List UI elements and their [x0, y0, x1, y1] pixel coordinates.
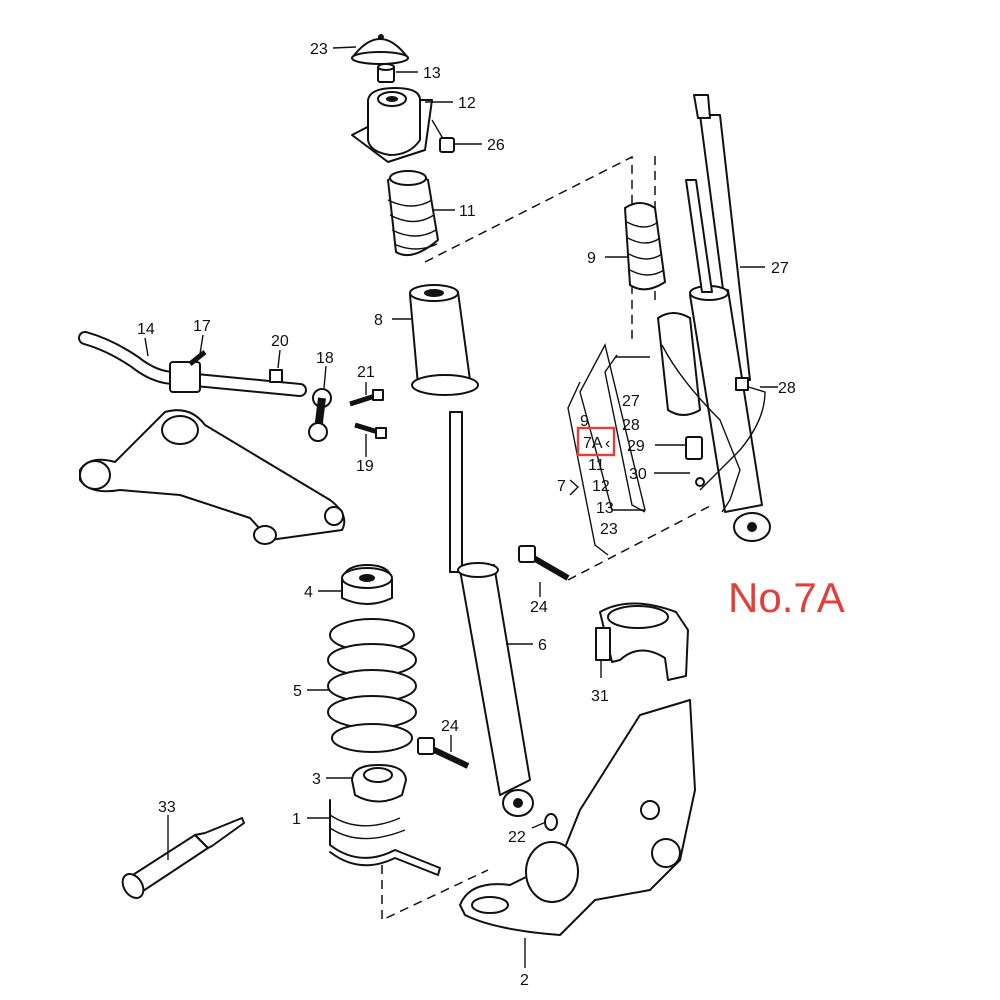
part-wheel-carrier-2 — [459, 699, 696, 936]
kit-item-23: 23 — [600, 521, 618, 538]
part-spring-seat-4 — [341, 564, 393, 605]
part-bolt-17 — [188, 350, 207, 366]
callout-13: 13 — [423, 65, 441, 82]
part-bracket-31 — [595, 602, 689, 681]
part-bolt-24-upper — [518, 545, 570, 581]
part-top-mount-12 — [351, 87, 433, 163]
callout-18: 18 — [316, 350, 334, 367]
part-nut-13 — [377, 63, 395, 83]
kit-sub-item-27: 27 — [622, 393, 640, 410]
callout-24-upper: 24 — [530, 599, 548, 616]
callout-33: 33 — [158, 799, 176, 816]
kit-item-11: 11 — [588, 457, 605, 474]
callout-9: 9 — [587, 250, 596, 267]
part-bump-stop-11 — [387, 170, 439, 256]
callout-27: 27 — [771, 260, 789, 277]
part-stabilizer-bar-14 — [78, 331, 307, 397]
part-spring-pad-1 — [329, 799, 441, 876]
callout-22: 22 — [508, 829, 526, 846]
leader-lines — [144, 46, 778, 968]
part-bolt-19 — [354, 422, 387, 439]
callout-6: 6 — [538, 637, 547, 654]
kit-item-13: 13 — [596, 500, 614, 517]
callout-28: 28 — [778, 380, 796, 397]
callout-5: 5 — [293, 683, 302, 700]
callout-8: 8 — [374, 312, 383, 329]
kit-list: 27 28 9 7A ‹ 11 7 12 13 23 — [557, 393, 640, 538]
kit-item-9: 9 — [580, 413, 589, 430]
callout-20: 20 — [271, 333, 289, 350]
part-control-arm — [79, 409, 346, 545]
part-bolt-21 — [349, 389, 384, 407]
kit-item-7a: 7A — [583, 435, 603, 452]
part-grease-tube-33 — [121, 817, 245, 899]
part-coil-spring-5 — [327, 618, 417, 753]
svg-text:‹: ‹ — [605, 435, 610, 452]
part-stabilizer-link-18 — [308, 388, 332, 442]
callout-29: 29 — [627, 438, 645, 455]
part-sensor-wiring — [661, 344, 766, 513]
kit-item-12: 12 — [592, 478, 610, 495]
callout-2: 2 — [520, 972, 529, 989]
part-bolt-24-lower — [417, 737, 470, 769]
callout-24-lower: 24 — [441, 718, 459, 735]
highlight-label: No.7A — [728, 574, 845, 621]
callout-3: 3 — [312, 771, 321, 788]
callout-30: 30 — [629, 466, 647, 483]
part-washer-22 — [544, 813, 558, 831]
callout-12: 12 — [458, 95, 476, 112]
part-boot-9 — [624, 202, 666, 291]
part-cap-23 — [351, 34, 409, 65]
callout-31: 31 — [591, 688, 609, 705]
callout-23: 23 — [310, 41, 328, 58]
part-spring-seat-3 — [351, 764, 407, 803]
part-bolt-26 — [431, 119, 455, 153]
callout-26: 26 — [487, 137, 505, 154]
highlight-box-7a — [576, 426, 616, 457]
part-nut-20 — [269, 369, 283, 383]
kit-sub-item-28: 28 — [622, 417, 640, 434]
kit-group-label: 7 — [557, 478, 566, 495]
callout-labels: 23 13 12 26 11 8 6 4 5 3 1 33 24 24 22 2… — [137, 41, 796, 989]
callout-11: 11 — [459, 203, 476, 220]
callout-17: 17 — [193, 318, 211, 335]
callout-14: 14 — [137, 321, 155, 338]
part-dust-boot-8 — [409, 284, 479, 396]
callout-19: 19 — [356, 458, 374, 475]
part-strut-7a — [657, 179, 771, 542]
callout-4: 4 — [304, 584, 313, 601]
part-shock-absorber-6 — [449, 411, 534, 817]
callout-21: 21 — [357, 364, 375, 381]
callout-1: 1 — [292, 811, 301, 828]
kit-bracket — [567, 354, 646, 556]
